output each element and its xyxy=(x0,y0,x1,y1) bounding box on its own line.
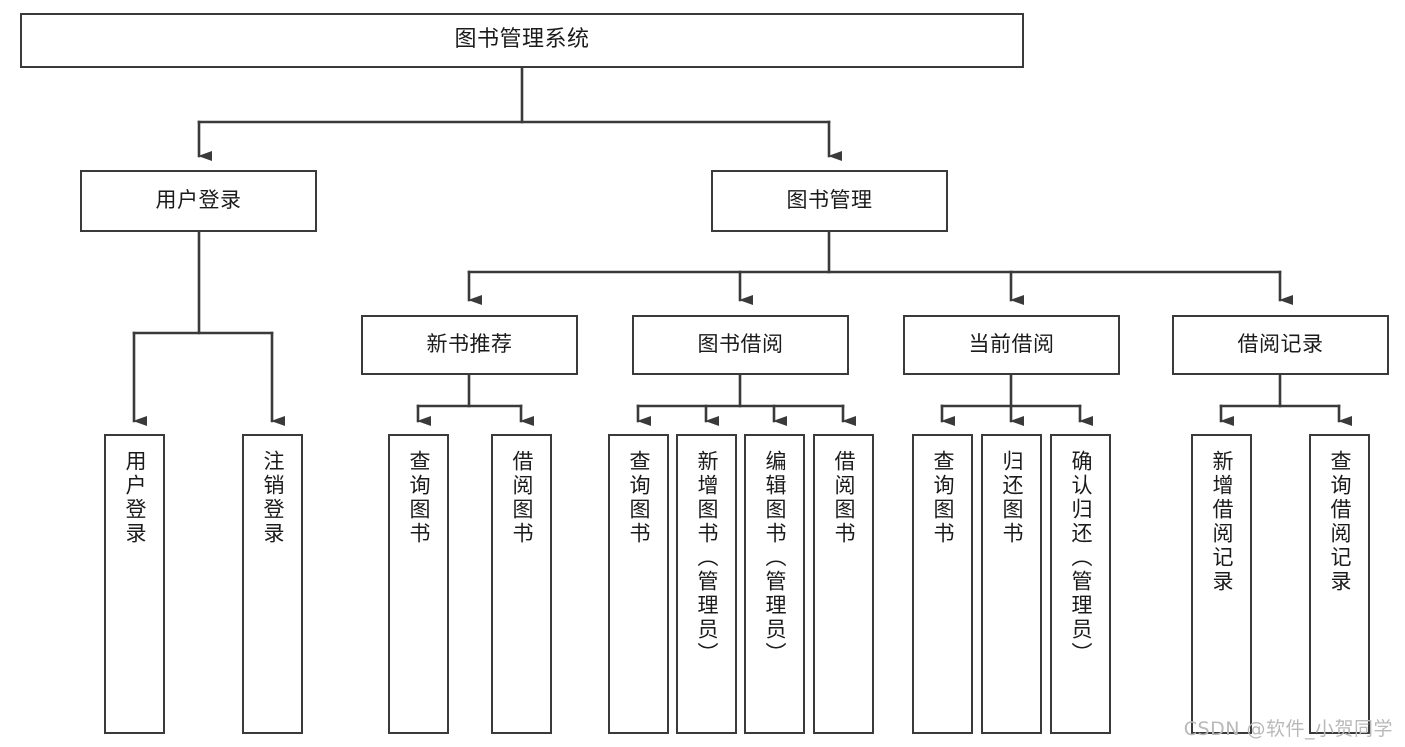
node-label: 查询借阅记录 xyxy=(1328,450,1352,594)
leaf-add-borrow-record[interactable]: 新增借阅记录 xyxy=(1191,434,1252,734)
node-label: 注销登录 xyxy=(261,450,285,546)
node-user-login[interactable]: 用户登录 xyxy=(80,170,317,232)
node-label: 查询图书 xyxy=(407,450,431,546)
watermark: CSDN @软件_小贺同学 xyxy=(1183,718,1393,740)
node-label: 借阅记录 xyxy=(1237,332,1324,357)
leaf-query-borrow-record[interactable]: 查询借阅记录 xyxy=(1309,434,1370,734)
leaf-query-book-borrow[interactable]: 查询图书 xyxy=(608,434,669,734)
node-label: 新增借阅记录 xyxy=(1210,450,1234,594)
node-label: 新增图书（管理员） xyxy=(695,450,719,666)
node-current-borrow[interactable]: 当前借阅 xyxy=(903,315,1120,375)
leaf-return-book[interactable]: 归还图书 xyxy=(981,434,1042,734)
node-label: 用户登录 xyxy=(155,188,242,213)
leaf-edit-book-admin[interactable]: 编辑图书（管理员） xyxy=(744,434,805,734)
node-new-book-recommend[interactable]: 新书推荐 xyxy=(361,315,578,375)
leaf-borrow-book-recommend[interactable]: 借阅图书 xyxy=(491,434,552,734)
node-book-borrow[interactable]: 图书借阅 xyxy=(632,315,849,375)
node-label: 借阅图书 xyxy=(832,450,856,546)
leaf-query-book-recommend[interactable]: 查询图书 xyxy=(388,434,449,734)
node-label: 借阅图书 xyxy=(510,450,534,546)
node-label: 图书借阅 xyxy=(697,332,784,357)
node-label: 图书管理 xyxy=(786,188,873,213)
leaf-add-book-admin[interactable]: 新增图书（管理员） xyxy=(676,434,737,734)
leaf-query-book-current[interactable]: 查询图书 xyxy=(912,434,973,734)
node-label: 编辑图书（管理员） xyxy=(763,450,787,666)
node-borrow-record[interactable]: 借阅记录 xyxy=(1172,315,1389,375)
leaf-user-login[interactable]: 用户登录 xyxy=(104,434,165,734)
node-label: 归还图书 xyxy=(1000,450,1024,546)
node-label: 图书管理系统 xyxy=(454,27,590,53)
node-root-system[interactable]: 图书管理系统 xyxy=(20,13,1024,68)
leaf-borrow-book[interactable]: 借阅图书 xyxy=(813,434,874,734)
node-label: 查询图书 xyxy=(627,450,651,546)
node-label: 新书推荐 xyxy=(426,332,513,357)
node-label: 当前借阅 xyxy=(968,332,1055,357)
node-label: 用户登录 xyxy=(123,450,147,546)
node-label: 确认归还（管理员） xyxy=(1069,450,1093,666)
node-book-management[interactable]: 图书管理 xyxy=(711,170,948,232)
leaf-logout[interactable]: 注销登录 xyxy=(242,434,303,734)
node-label: 查询图书 xyxy=(931,450,955,546)
leaf-confirm-return-admin[interactable]: 确认归还（管理员） xyxy=(1050,434,1111,734)
